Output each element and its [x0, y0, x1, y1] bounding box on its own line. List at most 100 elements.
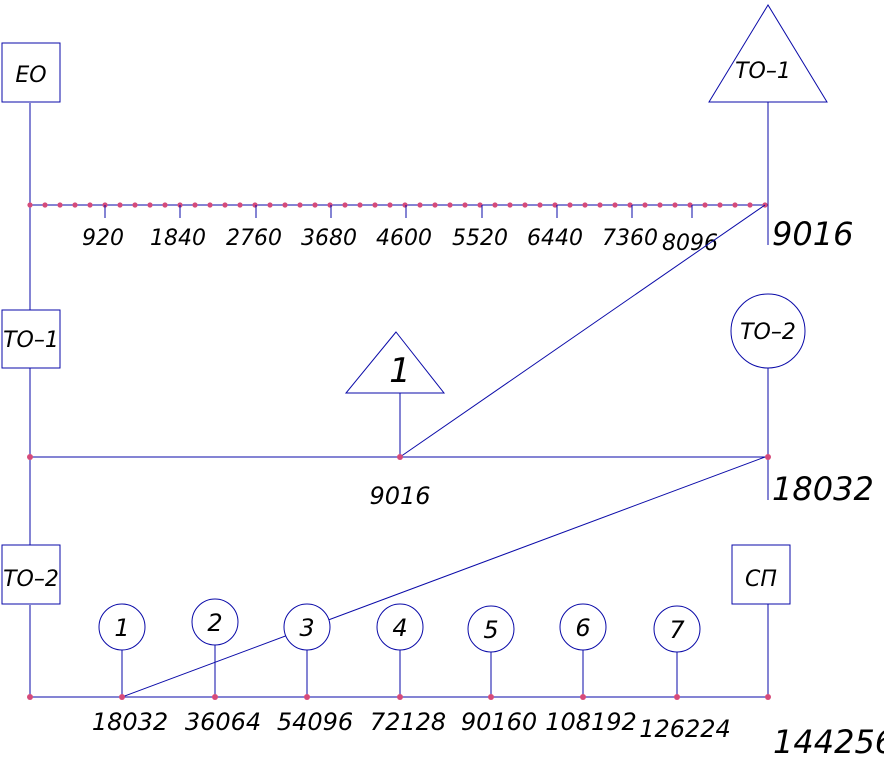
bottom-circle-label: 1 [114, 614, 129, 642]
top-tick-label: 920 [82, 226, 124, 251]
middle-end-value: 18032 [772, 470, 874, 508]
top-axis-dot [522, 202, 528, 208]
bottom-circle-label: 6 [575, 614, 590, 642]
top-axis-dot [267, 202, 273, 208]
top-axis-dot [702, 202, 708, 208]
top-axis-dot [342, 202, 348, 208]
slant-line-lower [121, 456, 766, 698]
top-axis-dot [687, 202, 693, 208]
top-axis-dot [327, 202, 333, 208]
top-axis-dot [552, 202, 558, 208]
bottom-axis-dot [397, 694, 403, 700]
to1-triangle-label: ТО–1 [735, 59, 791, 84]
bottom-tick-label: 36064 [185, 708, 261, 736]
to1-triangle-top [708, 4, 828, 103]
top-tick-label: 3680 [301, 226, 357, 251]
top-axis-dot [492, 202, 498, 208]
middle-axis-dot [765, 454, 771, 460]
bottom-end-value: 144256 [773, 723, 884, 761]
bottom-axis-dot [674, 694, 680, 700]
top-axis-dot [222, 202, 228, 208]
top-axis-dot [372, 202, 378, 208]
top-axis-dot [432, 202, 438, 208]
eo-box [1, 42, 61, 103]
bottom-circle-label: 2 [207, 609, 222, 637]
top-tick-label: 2760 [226, 226, 282, 251]
top-axis-dot [537, 202, 543, 208]
top-axis-dot [717, 202, 723, 208]
top-axis-dot [297, 202, 303, 208]
top-axis-dot [567, 202, 573, 208]
top-axis-dot [582, 202, 588, 208]
top-axis-dot [132, 202, 138, 208]
top-tick-label: 1840 [150, 226, 206, 251]
sp-box [731, 544, 791, 605]
top-axis-dot [642, 202, 648, 208]
top-axis-dot [387, 202, 393, 208]
bottom-axis-dot [212, 694, 218, 700]
middle-axis-dot [27, 454, 33, 460]
bottom-circle-label: 4 [392, 614, 407, 642]
top-tick-label: 6440 [527, 226, 583, 251]
top-axis-dot [252, 202, 258, 208]
top-axis-dot [462, 202, 468, 208]
bottom-tick-label: 126224 [639, 715, 731, 743]
middle-triangle [344, 331, 446, 394]
top-axis-dot [42, 202, 48, 208]
top-axis-dot [447, 202, 453, 208]
top-axis-dot [27, 202, 33, 208]
top-axis-dot [402, 202, 408, 208]
top-axis-dot [162, 202, 168, 208]
top-axis-dot [117, 202, 123, 208]
top-axis-dot [207, 202, 213, 208]
bottom-axis-dot [580, 694, 586, 700]
bottom-axis-dot [765, 694, 771, 700]
top-axis-dot [477, 202, 483, 208]
top-axis-dot [57, 202, 63, 208]
bottom-axis-dot [488, 694, 494, 700]
slant-line-upper [399, 204, 766, 458]
top-axis-dot [672, 202, 678, 208]
middle-axis-dot [397, 454, 403, 460]
bottom-tick-label: 54096 [277, 708, 353, 736]
top-axis-dot [312, 202, 318, 208]
top-axis-dot [87, 202, 93, 208]
top-axis-dot [237, 202, 243, 208]
top-axis-dot [597, 202, 603, 208]
to1-left-label: ТО–1 [3, 328, 59, 353]
bottom-circle-label: 5 [483, 616, 498, 644]
bottom-axis-dot [27, 694, 33, 700]
bottom-tick-label: 18032 [92, 708, 168, 736]
sp-label: СП [745, 567, 777, 592]
top-end-value: 9016 [772, 215, 853, 253]
top-axis-dot [192, 202, 198, 208]
bottom-tick-label: 108192 [545, 708, 637, 736]
top-tick-label: 4600 [376, 226, 432, 251]
top-axis-dots [27, 202, 768, 208]
to2-left-label: ТО–2 [3, 567, 59, 592]
bottom-circle-label: 7 [669, 616, 685, 644]
top-axis-dot [627, 202, 633, 208]
top-axis-dot [732, 202, 738, 208]
top-axis-dot [147, 202, 153, 208]
top-tick-label: 5520 [452, 226, 508, 251]
top-axis-dot [657, 202, 663, 208]
top-tick-label: 7360 [602, 226, 658, 251]
top-axis-dot [747, 202, 753, 208]
bottom-tick-label: 72128 [370, 708, 446, 736]
bottom-axis-dot [304, 694, 310, 700]
middle-triangle-label: 1 [389, 351, 411, 391]
to1-left-box [1, 309, 61, 369]
to2-circle-label: ТО–2 [740, 320, 796, 345]
bottom-axis-dot [119, 694, 125, 700]
top-axis-dot [417, 202, 423, 208]
top-axis-dot [72, 202, 78, 208]
middle-mark-value: 9016 [369, 482, 430, 510]
top-axis-dot [507, 202, 513, 208]
eo-label: ЕО [15, 63, 46, 88]
